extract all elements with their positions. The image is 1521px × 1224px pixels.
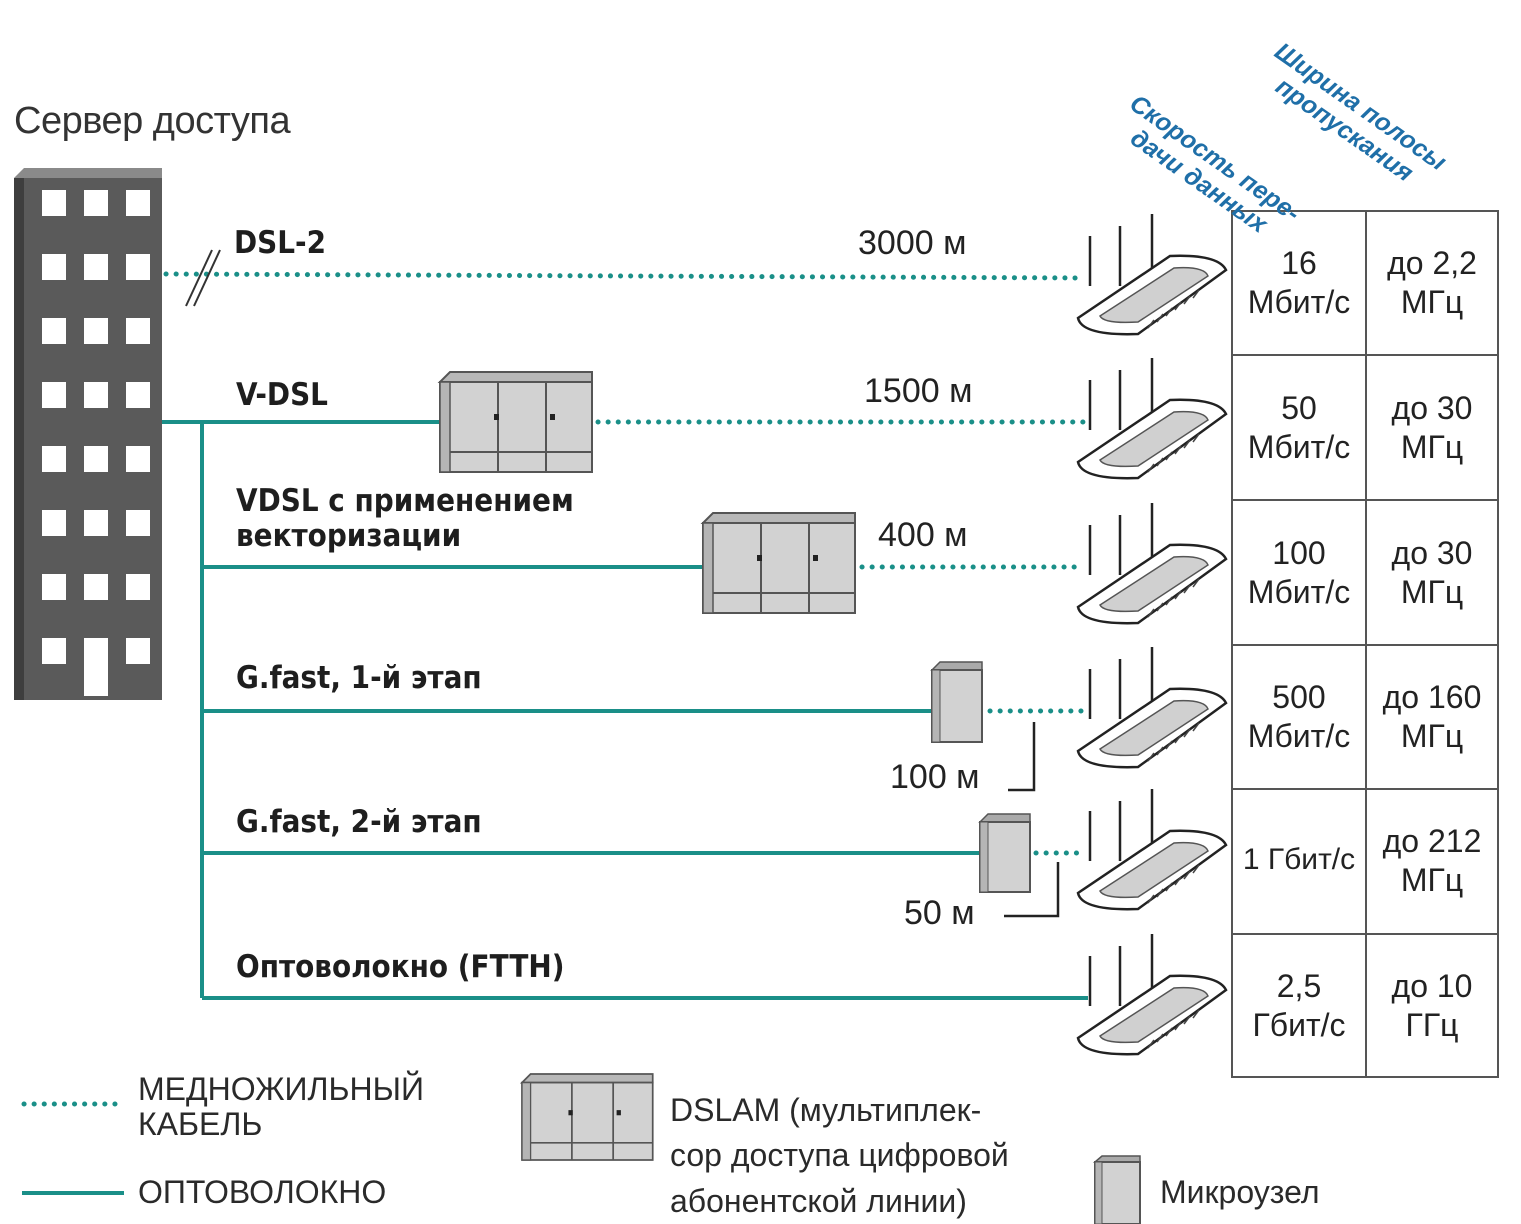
building-window bbox=[126, 318, 150, 344]
speed-cell: 100 Мбит/с bbox=[1232, 534, 1366, 612]
building-door bbox=[84, 638, 108, 696]
distance-label: 400 м bbox=[878, 516, 968, 555]
building-window bbox=[84, 446, 108, 472]
building-window bbox=[126, 638, 150, 664]
speed-table-grid bbox=[1232, 211, 1498, 1077]
dslam-cabinet bbox=[703, 513, 855, 613]
distance-label: 50 м bbox=[904, 894, 975, 933]
modem-router bbox=[1078, 214, 1226, 334]
building-window bbox=[42, 446, 66, 472]
building-window bbox=[84, 318, 108, 344]
bandwidth-cell: до 2,2 МГц bbox=[1366, 244, 1498, 322]
bandwidth-cell: до 30 МГц bbox=[1366, 389, 1498, 467]
building-window bbox=[126, 446, 150, 472]
dslam-cabinet bbox=[440, 372, 592, 472]
building-window bbox=[84, 190, 108, 216]
bandwidth-cell: до 160 МГц bbox=[1366, 678, 1498, 756]
tech-label-gfast1: G.fast, 1-й этап bbox=[236, 661, 482, 696]
modem-router bbox=[1078, 358, 1226, 478]
distance-label: 1500 м bbox=[864, 372, 972, 411]
distance-label: 3000 м bbox=[858, 224, 966, 263]
speed-cell: 16 Мбит/с bbox=[1232, 244, 1366, 322]
tech-label-vdsl: V-DSL bbox=[236, 378, 328, 413]
building-window bbox=[126, 510, 150, 536]
legend-fiber-label: ОПТОВОЛОКНО bbox=[138, 1170, 386, 1215]
modem-router bbox=[1078, 647, 1226, 767]
legend-dslam-label: DSLAM (мультиплек- сор доступа цифровой … bbox=[670, 1088, 1009, 1224]
bandwidth-cell: до 30 МГц bbox=[1366, 534, 1498, 612]
speed-cell: 2,5 Гбит/с bbox=[1232, 967, 1366, 1045]
micronode bbox=[932, 662, 982, 742]
server-title: Сервер доступа bbox=[14, 100, 290, 143]
building-window bbox=[42, 254, 66, 280]
speed-cell: 50 Мбит/с bbox=[1232, 389, 1366, 467]
building-window bbox=[126, 254, 150, 280]
tech-label-vectoring: VDSL с применением векторизации bbox=[236, 484, 574, 553]
legend-copper-label: МЕДНОЖИЛЬНЫЙ КАБЕЛЬ bbox=[138, 1072, 424, 1141]
tech-label-dsl2: DSL-2 bbox=[234, 226, 326, 261]
bandwidth-cell: до 212 МГц bbox=[1366, 822, 1498, 900]
building-window bbox=[126, 382, 150, 408]
line-break-mark bbox=[186, 250, 220, 306]
distance-label: 100 м bbox=[890, 758, 980, 797]
building-window bbox=[42, 382, 66, 408]
speed-cell: 1 Гбит/с bbox=[1232, 842, 1366, 879]
building-window bbox=[84, 574, 108, 600]
server-building bbox=[14, 168, 162, 700]
bandwidth-cell: до 10 ГГц bbox=[1366, 967, 1498, 1045]
building-window bbox=[84, 254, 108, 280]
building-window bbox=[42, 190, 66, 216]
tech-label-ftth: Оптоволокно (FTTH) bbox=[236, 950, 564, 985]
modem-router bbox=[1078, 789, 1226, 909]
tech-label-gfast2: G.fast, 2-й этап bbox=[236, 805, 482, 840]
dslam-legend-icon bbox=[522, 1074, 653, 1160]
building-window bbox=[126, 190, 150, 216]
speed-cell: 500 Мбит/с bbox=[1232, 678, 1366, 756]
building-window bbox=[126, 574, 150, 600]
building-window bbox=[84, 382, 108, 408]
copper-line-dsl2 bbox=[166, 274, 1084, 278]
micronode bbox=[980, 814, 1030, 892]
modem-router bbox=[1078, 934, 1226, 1054]
building-window bbox=[42, 638, 66, 664]
micronode-legend-icon bbox=[1095, 1156, 1140, 1224]
building-window bbox=[42, 318, 66, 344]
building-window bbox=[84, 510, 108, 536]
modem-router bbox=[1078, 503, 1226, 623]
legend-micronode-label: Микроузел bbox=[1160, 1170, 1319, 1215]
building-window bbox=[42, 510, 66, 536]
building-window bbox=[42, 574, 66, 600]
